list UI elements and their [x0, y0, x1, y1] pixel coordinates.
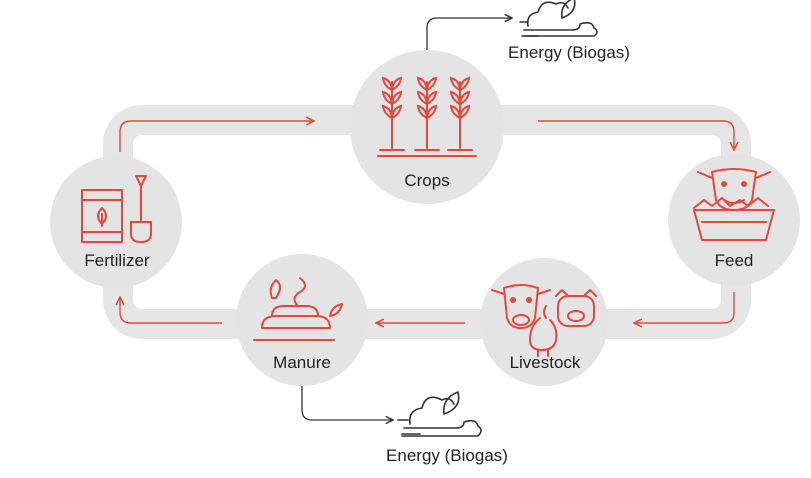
manure-icon	[253, 277, 343, 341]
cow-eating-feed-icon	[693, 168, 775, 241]
biogas-cloud-icon-bottom	[397, 391, 482, 437]
manure-label: Manure	[273, 353, 331, 372]
livestock-label: Livestock	[509, 353, 581, 372]
livestock-icon	[491, 284, 597, 357]
energy-biogas-bottom-label: Energy (Biogas)	[386, 446, 508, 465]
crops-label: Crops	[404, 171, 450, 190]
manure-node-circle	[236, 254, 368, 386]
connector-manure-to-energy	[301, 386, 393, 420]
arrow-fertilizer-to-crops	[119, 121, 314, 152]
feed-label: Feed	[714, 251, 754, 270]
biogas-cloud-icon-top	[519, 0, 598, 37]
feed-node-circle	[668, 154, 800, 286]
arrow-feed-to-livestock	[634, 292, 735, 323]
energy-biogas-top-label: Energy (Biogas)	[508, 43, 630, 62]
arrow-crops-to-feed	[538, 120, 734, 150]
wheat-icon	[377, 76, 477, 157]
flow-arrows	[120, 121, 734, 323]
fertilizer-bag-shovel-icon	[81, 175, 152, 243]
connector-crops-to-energy	[426, 18, 512, 50]
arrow-manure-to-fertilizer	[120, 297, 222, 324]
livestock-node-circle	[480, 258, 608, 386]
fertilizer-label: Fertilizer	[84, 251, 150, 270]
